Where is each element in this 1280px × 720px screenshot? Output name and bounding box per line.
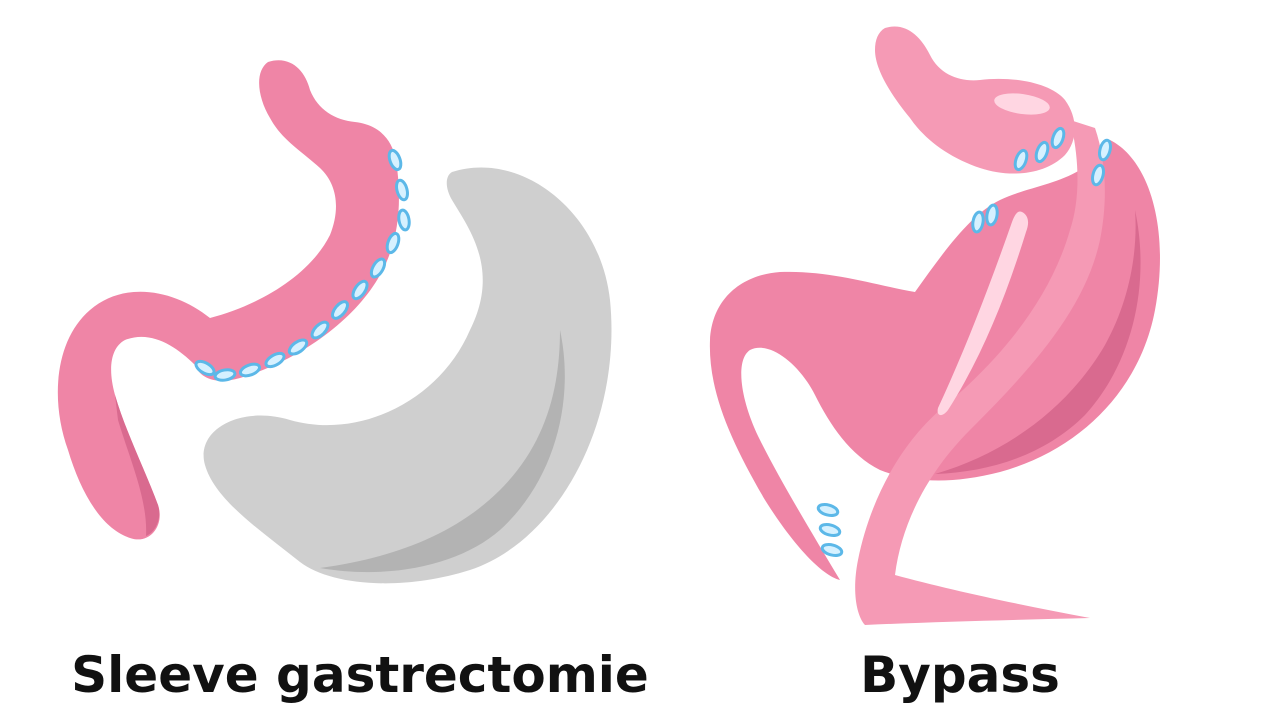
surgical-staple-icon — [1013, 148, 1029, 172]
sleeve-gastrectomy-illustration — [57, 60, 612, 584]
surgical-staple-icon — [1034, 140, 1050, 164]
gastric-pouch — [875, 26, 1075, 174]
pouch-highlight — [994, 93, 1050, 115]
surgical-staple-icon — [369, 257, 387, 279]
surgical-staple-icon — [1091, 163, 1105, 187]
bypass-staple-lines — [816, 126, 1112, 557]
gastric-bypass-illustration — [709, 26, 1160, 625]
caption-bypass: Bypass — [860, 646, 1060, 704]
surgical-staple-icon — [287, 338, 309, 356]
surgical-staple-icon — [264, 351, 286, 369]
sleeve-tube-shadow — [115, 395, 160, 536]
surgical-staple-icon — [820, 543, 844, 557]
surgical-staple-icon — [351, 279, 369, 301]
surgical-staple-icon — [238, 362, 262, 378]
surgical-staple-icon — [397, 208, 411, 232]
caption-sleeve-gastrectomy: Sleeve gastrectomie — [71, 646, 649, 704]
bypass-remnant-shadow — [935, 210, 1141, 474]
removed-stomach-shadow — [320, 330, 565, 573]
surgical-staple-icon — [385, 231, 401, 255]
surgical-staple-icon — [1050, 126, 1066, 150]
surgical-staple-icon — [213, 368, 237, 382]
sleeve-stomach-tube — [57, 60, 399, 540]
surgical-staple-icon — [818, 523, 842, 537]
surgical-staple-icon — [816, 503, 840, 517]
surgical-staple-icon — [331, 300, 349, 320]
surgical-staple-icon — [387, 148, 403, 172]
surgical-staple-icon — [971, 210, 985, 234]
surgical-staple-icon — [395, 178, 409, 202]
roux-limb-highlight — [937, 211, 1029, 416]
surgical-staple-icon — [194, 359, 216, 377]
bypass-remnant-stomach — [709, 140, 1160, 580]
surgical-staple-icon — [1098, 138, 1112, 162]
sleeve-staple-line — [194, 148, 411, 382]
surgical-staple-icon — [985, 203, 999, 227]
roux-limb-intestine — [855, 120, 1105, 625]
surgical-staple-icon — [310, 320, 330, 340]
removed-stomach-portion — [203, 167, 612, 584]
